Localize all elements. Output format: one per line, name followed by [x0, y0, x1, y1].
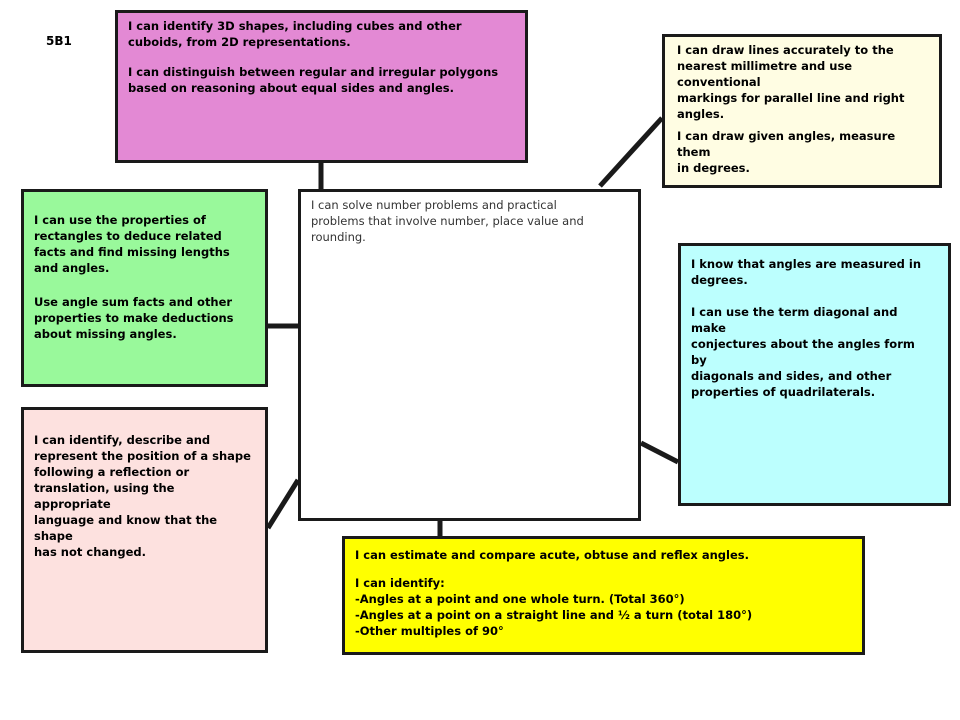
- list-item: -Angles at a point on a straight line an…: [355, 608, 753, 622]
- objective-box-angles-degrees: I know that angles are measured in degre…: [678, 243, 951, 506]
- slide-label: 5B1: [46, 34, 72, 48]
- objective-box-drawing: I can draw lines accurately to the neare…: [662, 34, 942, 188]
- objective-text: I can estimate and compare acute, obtuse…: [355, 548, 749, 562]
- objective-box-estimate-angles: I can estimate and compare acute, obtuse…: [342, 536, 865, 655]
- connector-top-right: [598, 116, 664, 188]
- objective-text: I know that angles are measured in degre…: [691, 257, 922, 287]
- objective-box-3d-shapes: I can identify 3D shapes, including cube…: [115, 10, 528, 163]
- objective-text: I can distinguish between regular and ir…: [128, 65, 499, 95]
- objective-box-position: I can identify, describe and represent t…: [21, 407, 268, 653]
- angle-list: -Angles at a point and one whole turn. (…: [355, 591, 852, 639]
- objective-text: I can identify, describe and represent t…: [34, 433, 251, 559]
- objective-text: I can identify 3D shapes, including cube…: [128, 19, 462, 49]
- connector-bottom-left: [265, 478, 301, 530]
- objective-text: I can draw given angles, measure them in…: [677, 129, 896, 175]
- connector-right: [639, 440, 680, 465]
- objective-text: I can use the term diagonal and make con…: [691, 305, 915, 399]
- objective-box-rectangles: I can use the properties of rectangles t…: [21, 189, 268, 387]
- objective-text: I can identify:: [355, 576, 445, 590]
- list-item: -Other multiples of 90°: [355, 624, 504, 638]
- list-item: -Angles at a point and one whole turn. (…: [355, 592, 685, 606]
- objective-text: Use angle sum facts and other properties…: [34, 295, 234, 341]
- objective-text: I can draw lines accurately to the neare…: [677, 43, 905, 121]
- objective-text: I can use the properties of rectangles t…: [34, 213, 230, 275]
- objective-box-center: I can solve number problems and practica…: [298, 189, 641, 521]
- objective-text: I can solve number problems and practica…: [311, 198, 584, 244]
